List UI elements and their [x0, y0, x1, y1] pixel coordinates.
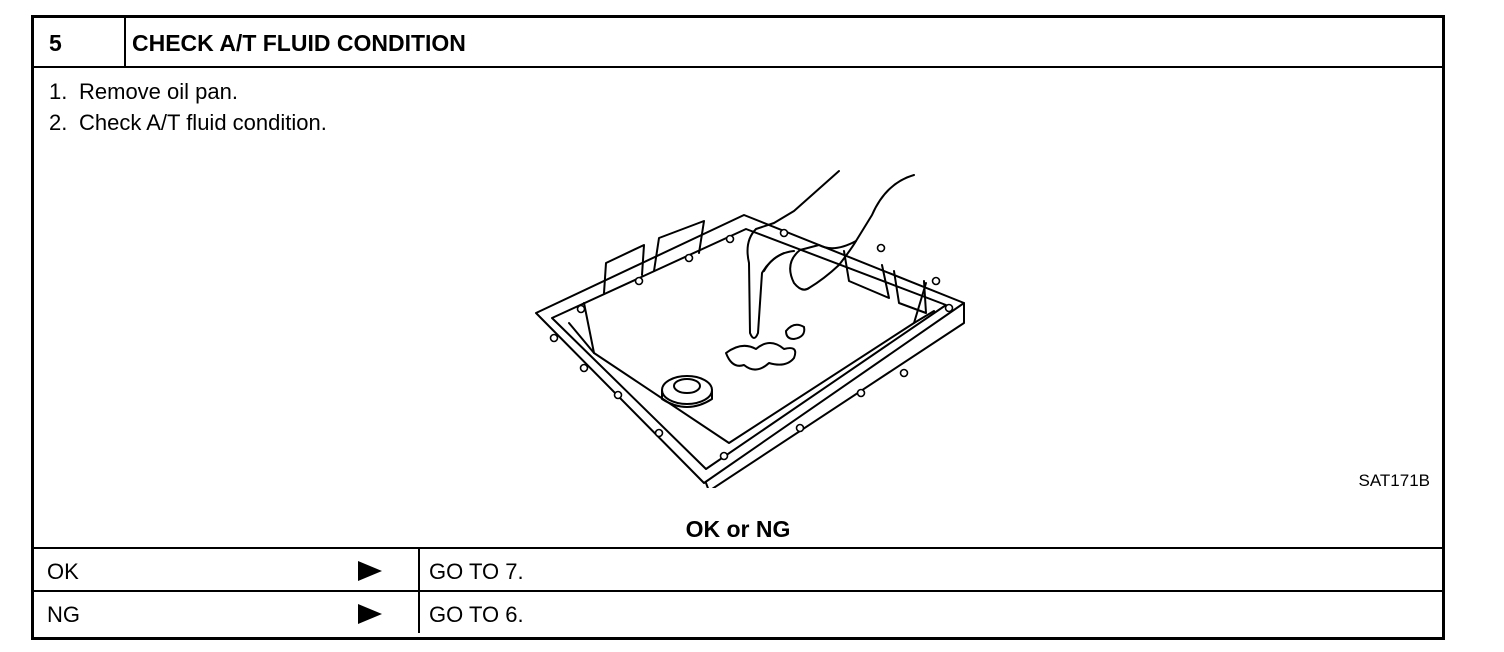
result-label: OK: [47, 559, 79, 584]
ok-or-ng-question: OK or NG: [685, 516, 791, 542]
column-divider: [418, 549, 420, 590]
step-number: 5: [49, 30, 62, 56]
step-title: CHECK A/T FLUID CONDITION: [132, 30, 466, 56]
result-row-ok: OK GO TO 7.: [34, 547, 1442, 590]
arrow-right-icon: [358, 561, 382, 581]
arrow-right-icon: [358, 604, 382, 624]
procedure-table: 5 CHECK A/T FLUID CONDITION 1. Remove oil…: [31, 15, 1445, 640]
figure-code: SAT171B: [1358, 471, 1430, 490]
result-action: GO TO 6.: [429, 602, 524, 627]
oil-pan-finger-illustration: [535, 170, 965, 488]
result-label: NG: [47, 602, 80, 627]
instruction-item: 1. Remove oil pan.: [49, 76, 327, 107]
instruction-number: 1.: [49, 79, 68, 104]
instruction-text: Check A/T fluid condition.: [79, 110, 327, 135]
instruction-number: 2.: [49, 110, 68, 135]
step-number-cell: 5: [34, 18, 126, 66]
instruction-item: 2. Check A/T fluid condition.: [49, 107, 327, 138]
table-header: 5 CHECK A/T FLUID CONDITION: [34, 18, 1442, 68]
instruction-text: Remove oil pan.: [79, 79, 238, 104]
instruction-list: 1. Remove oil pan. 2. Check A/T fluid cond…: [49, 76, 327, 138]
step-title-cell: CHECK A/T FLUID CONDITION: [126, 18, 1442, 66]
result-action: GO TO 7.: [429, 559, 524, 584]
result-row-ng: NG GO TO 6.: [34, 590, 1442, 633]
column-divider: [418, 592, 420, 633]
